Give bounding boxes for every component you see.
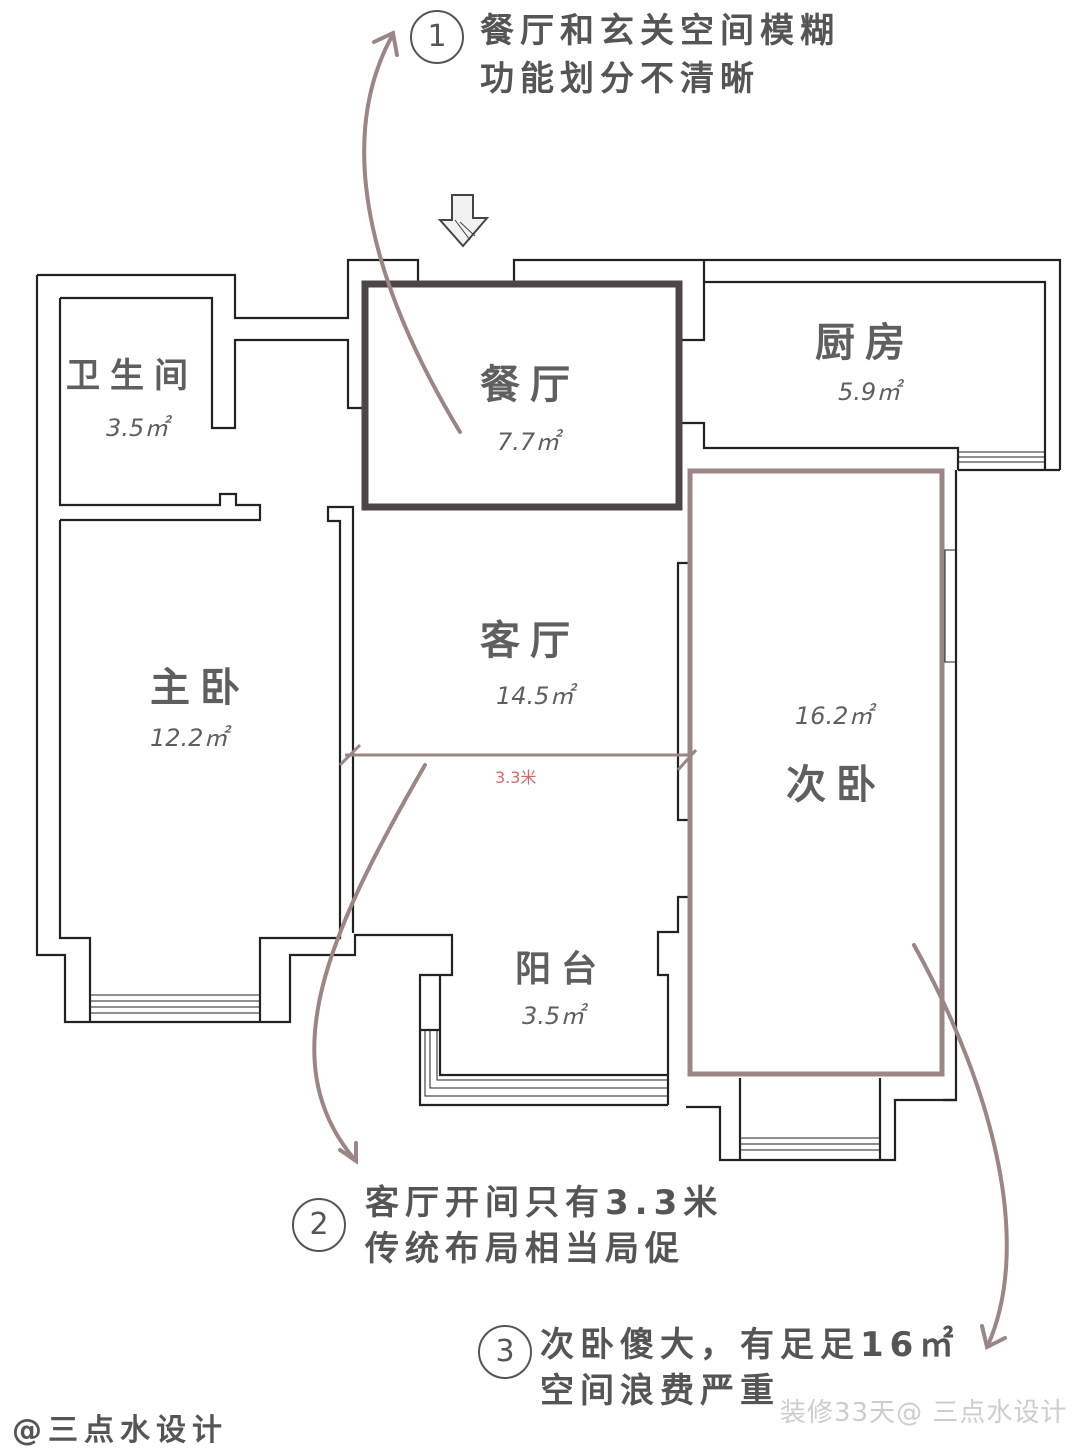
annotation-2-line1: 客厅开间只有3.3米 bbox=[365, 1183, 724, 1223]
living-name: 客厅 bbox=[480, 618, 580, 664]
living-width-dimension: 3.3米 bbox=[495, 768, 537, 787]
annotation-3-number: 3 bbox=[478, 1325, 532, 1379]
bathroom-name: 卫生间 bbox=[66, 356, 198, 396]
annotation-3-line2: 空间浪费严重 bbox=[540, 1371, 780, 1411]
walls bbox=[35, 258, 1062, 1162]
watermark: 装修33天@ 三点水设计 bbox=[780, 1398, 1068, 1428]
annotation-3-line1: 次卧傻大，有足足16㎡ bbox=[540, 1325, 960, 1365]
annotation-2-line2: 传统布局相当局促 bbox=[365, 1229, 685, 1269]
second-bedroom-name: 次卧 bbox=[786, 762, 886, 808]
living-area: 14.5㎡ bbox=[496, 682, 574, 710]
annotation-1-line1: 餐厅和玄关空间模糊 bbox=[480, 11, 840, 51]
balcony-name: 阳台 bbox=[515, 949, 608, 990]
kitchen-name: 厨房 bbox=[815, 320, 915, 366]
second-bedroom-highlight bbox=[687, 468, 945, 1077]
dining-name: 餐厅 bbox=[480, 362, 580, 408]
master-bedroom-name: 主卧 bbox=[150, 665, 250, 711]
annotation-arrows bbox=[312, 30, 1009, 1350]
bathroom-area: 3.5㎡ bbox=[106, 414, 169, 442]
annotation-2-number: 2 bbox=[292, 1198, 346, 1252]
balcony-area: 3.5㎡ bbox=[522, 1002, 585, 1030]
entrance-arrow-icon bbox=[437, 194, 490, 248]
dining-area: 7.7㎡ bbox=[497, 428, 560, 456]
dimension-line bbox=[338, 743, 698, 772]
annotation-1-line2: 功能划分不清晰 bbox=[480, 59, 760, 99]
master-bedroom-area: 12.2㎡ bbox=[150, 724, 228, 752]
annotation-1-number: 1 bbox=[410, 10, 464, 64]
second-bedroom-area: 16.2㎡ bbox=[795, 702, 873, 730]
kitchen-area: 5.9㎡ bbox=[838, 378, 901, 406]
designer-credit: @三点水设计 bbox=[12, 1413, 228, 1448]
dining-highlight bbox=[361, 280, 683, 511]
